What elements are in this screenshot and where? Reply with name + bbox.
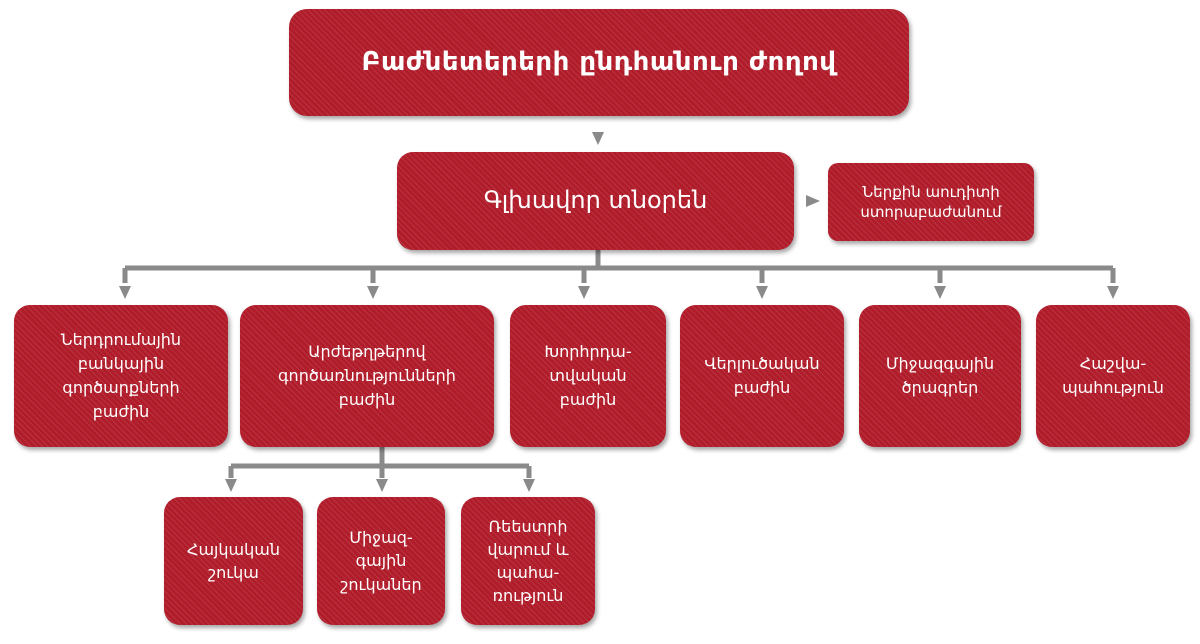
securities-operations-dept-label: Արժեթղթերով գործառնությունների բաժին	[278, 342, 456, 409]
accounting-box: Հաշվա- պահություն	[1036, 305, 1190, 447]
arrow-dept-5	[1107, 286, 1119, 299]
advisory-dept-box: Խորհրդա- տվական բաժին	[510, 305, 666, 447]
arrow-sub-1	[376, 479, 388, 492]
arrow-ceo-to-audit	[806, 195, 820, 207]
accounting-label: Հաշվա- պահություն	[1062, 354, 1164, 397]
securities-operations-dept-box: Արժեթղթերով գործառնությունների բաժին	[240, 305, 494, 447]
international-markets-label: Միջազ- գային շուկաներ	[340, 528, 422, 594]
international-markets-box: Միջազ- գային շուկաներ	[317, 497, 445, 625]
internal-audit-box: Ներքին աուդիտի ստորաբաժանում	[828, 163, 1034, 241]
investment-banking-dept-box: Ներդրումային բանկային գործարքների բաժին	[14, 305, 228, 447]
arrow-dept-0	[119, 286, 131, 299]
ceo-box: Գլխավոր տնօրեն	[397, 152, 794, 250]
armenian-market-label: Հայկական շուկա	[187, 539, 280, 582]
registry-custody-box: Ռեեստրի վարում և պահա- ռություն	[461, 497, 595, 625]
arrow-sub-2	[523, 479, 535, 492]
analytical-dept-box: Վերլուծական բաժին	[680, 305, 844, 447]
shareholders-meeting-label: Բաժնետերերի ընդհանուր ժողով	[361, 47, 837, 78]
registry-custody-label: Ռեեստրի վարում և պահա- ռություն	[487, 516, 569, 606]
arrow-sub-0	[225, 479, 237, 492]
armenian-market-box: Հայկական շուկա	[164, 497, 303, 625]
arrow-dept-4	[934, 286, 946, 299]
arrow-dept-2	[578, 286, 590, 299]
arrow-board-to-ceo	[592, 132, 604, 145]
advisory-dept-label: Խորհրդա- տվական բաժին	[544, 342, 632, 409]
ceo-label: Գլխավոր տնօրեն	[483, 186, 708, 215]
investment-banking-dept-label: Ներդրումային բանկային գործարքների բաժին	[60, 330, 182, 421]
arrow-dept-3	[756, 286, 768, 299]
analytical-dept-label: Վերլուծական բաժին	[704, 354, 820, 397]
internal-audit-label: Ներքին աուդիտի ստորաբաժանում	[860, 182, 1002, 221]
arrow-dept-1	[367, 286, 379, 299]
international-programs-label: Միջազգային ծրագրեր	[885, 354, 995, 397]
shareholders-meeting-box: Բաժնետերերի ընդհանուր ժողով	[289, 9, 909, 116]
international-programs-box: Միջազգային ծրագրեր	[859, 305, 1021, 447]
